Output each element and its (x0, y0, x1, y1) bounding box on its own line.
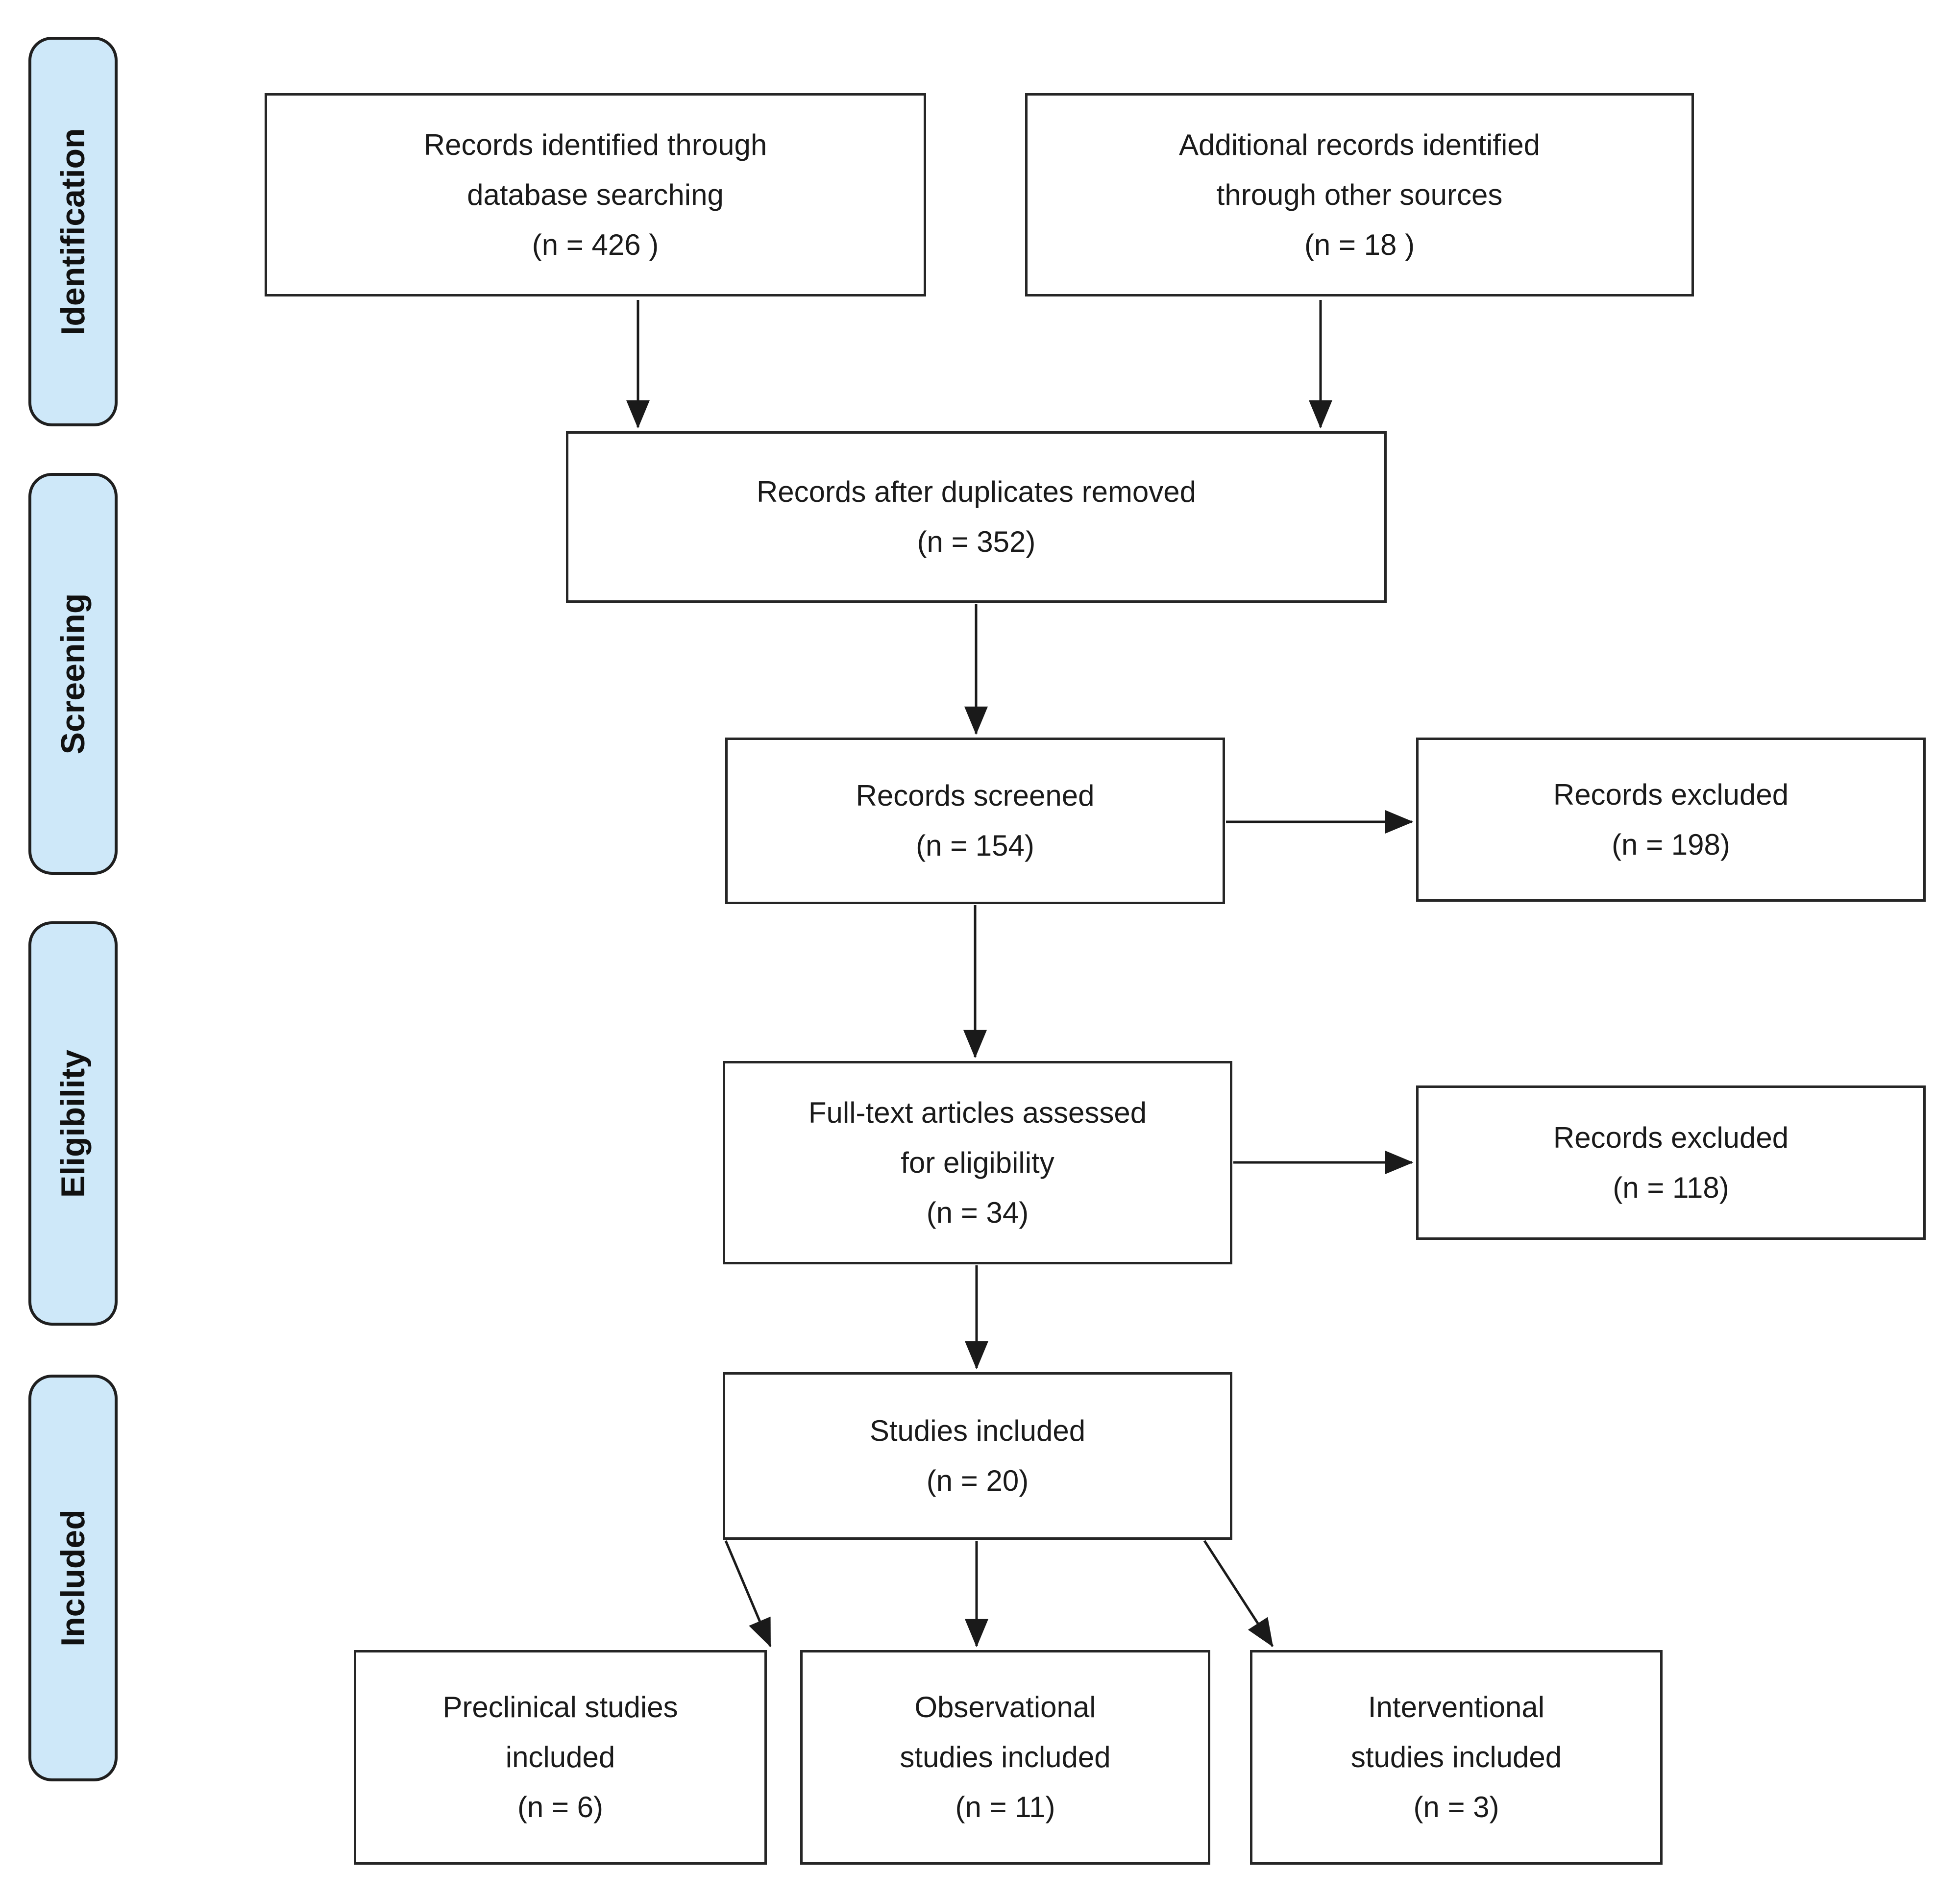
box-text-line: Records excluded (1553, 778, 1789, 811)
stage-label-screening: Screening (54, 593, 92, 755)
stage-band-identification: Identification (28, 37, 118, 426)
box-text-line: Records after duplicates removed (756, 475, 1197, 508)
box-count-line: (n = 198) (1612, 828, 1730, 861)
box-count-line: (n = 20) (926, 1464, 1029, 1497)
box-text-line: Studies included (869, 1414, 1086, 1447)
box-text-line: Full-text articles assessed (808, 1096, 1147, 1129)
box-text-line: Interventional (1368, 1691, 1545, 1724)
box-records-identified-database: Records identified through database sear… (265, 93, 926, 296)
box-records-excluded-screening: Records excluded (n = 198) (1416, 738, 1926, 902)
box-text-line: Additional records identified (1178, 128, 1541, 161)
box-count-line: (n = 3) (1413, 1791, 1499, 1824)
box-count-line: (n = 118) (1613, 1171, 1729, 1204)
stage-label-eligibility: Eligibility (54, 1049, 92, 1198)
box-text-line: Observational (914, 1691, 1096, 1724)
box-fulltext-assessed-eligibility: Full-text articles assessed for eligibil… (723, 1061, 1232, 1264)
box-records-screened: Records screened (n = 154) (725, 738, 1225, 904)
box-observational-studies-included: Observational studies included (n = 11) (800, 1650, 1210, 1865)
box-additional-records-other-sources: Additional records identified through ot… (1025, 93, 1694, 296)
stage-label-identification: Identification (54, 127, 92, 336)
box-text-line: studies included (1350, 1741, 1562, 1774)
box-count-line: (n = 352) (917, 525, 1036, 558)
box-text-line: Records screened (856, 779, 1095, 812)
box-count-line: (n = 6) (517, 1791, 604, 1824)
arrow-studies-to-interventional (1203, 1540, 1274, 1648)
box-text-line: Preclinical studies (442, 1691, 678, 1724)
stage-band-screening: Screening (28, 473, 118, 875)
box-count-line: (n = 426 ) (532, 228, 659, 261)
box-text-line: included (505, 1741, 615, 1774)
box-studies-included: Studies included (n = 20) (723, 1372, 1232, 1540)
box-text-line: studies included (900, 1741, 1111, 1774)
box-count-line: (n = 11) (955, 1791, 1055, 1824)
box-interventional-studies-included: Interventional studies included (n = 3) (1250, 1650, 1663, 1865)
box-records-excluded-fulltext: Records excluded (n = 118) (1416, 1085, 1926, 1240)
box-records-after-duplicates-removed: Records after duplicates removed (n = 35… (566, 431, 1387, 603)
stage-band-eligibility: Eligibility (28, 921, 118, 1326)
box-text-line: Records excluded (1553, 1121, 1789, 1154)
box-preclinical-studies-included: Preclinical studies included (n = 6) (354, 1650, 767, 1865)
stage-band-included: Included (28, 1375, 118, 1781)
box-count-line: (n = 154) (916, 829, 1034, 862)
box-count-line: (n = 34) (926, 1196, 1029, 1229)
box-text-line: Records identified through (423, 128, 767, 161)
stage-label-included: Included (54, 1509, 92, 1647)
arrow-studies-to-preclinical (724, 1540, 772, 1648)
box-text-line: through other sources (1216, 178, 1503, 211)
box-count-line: (n = 18 ) (1304, 228, 1415, 261)
box-text-line: database searching (467, 178, 724, 211)
box-text-line: for eligibility (901, 1146, 1054, 1179)
